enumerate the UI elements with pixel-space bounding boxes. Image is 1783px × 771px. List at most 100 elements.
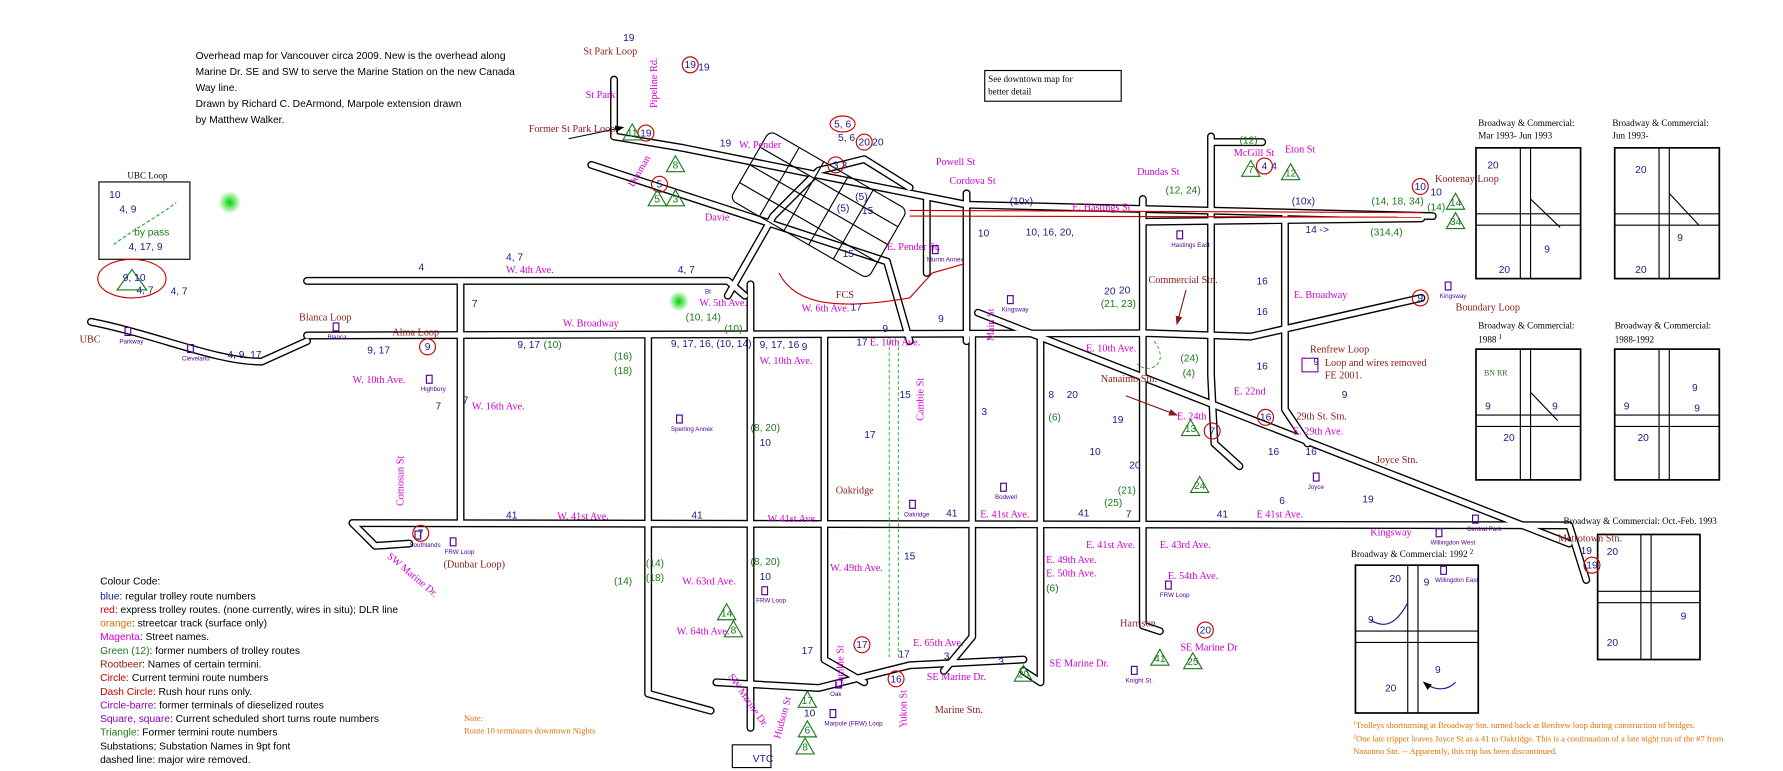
street-name: W. 6th Ave. [802,304,850,315]
street-name: W. 5th Ave. [699,298,747,309]
street-name: E. 24th [1177,412,1207,423]
note-label: Note: [464,713,483,723]
route-number-text: 4, 7 [506,252,523,263]
downtown-note-box: See downtown map for better detail [984,69,1122,102]
route-number-text: 3 [998,657,1004,668]
inset-title: Mar 1993- Jun 1993 [1478,131,1552,141]
route-number-text: VTC [753,754,773,765]
street-name-text: Pipeline Rd. [649,58,660,109]
route-number: 7 [463,396,469,407]
street-name-text: Kingsway [1370,528,1412,539]
terminus-name: Marine Stn. [935,705,983,716]
route-number-text: (10x) [1292,197,1315,208]
terminus-circle: 16 [1257,408,1275,426]
former-route-number-text: (6) [1048,413,1061,424]
route-number: 16 [1257,307,1269,318]
route-label: 20 [1385,683,1397,694]
former-terminus-triangle: 14 [1445,192,1466,210]
route-number: 10 [760,438,772,449]
footnote-2-cont: Nanaimo Stn. -- Apparently, this trip ha… [1353,746,1557,756]
terminus-circle-text: 20 [1200,625,1212,636]
route-number: 9, 17, 16, (10, 14) [671,339,752,350]
terminus-name: FCS [836,290,854,301]
terminus-circle: 20 [855,133,873,151]
inset-title: Broadway & Commercial: [1615,321,1711,331]
substation-name: Marpole (FRW) Loop [824,709,883,727]
route-number-text: 41 [506,511,518,522]
street-name: St Park [586,90,617,101]
route-number: 4 [1271,161,1277,172]
street-name: W. Pender [739,140,782,151]
street-name-text: Powell St [936,157,976,168]
street-name-text: W. 5th Ave. [699,298,747,309]
highlight-blob [218,191,242,214]
route-number: 3 [944,652,950,663]
substation-name: Murrin Annex [927,245,964,264]
substation-name-text: FRW Loop [445,549,475,556]
street-name-text: W. 10th Ave. [353,375,406,386]
former-terminus-triangle-text: 14 [1450,198,1462,209]
route-label: 10 [109,190,121,201]
street-name-text: E. 10th Ave. [870,338,920,349]
terminus-circle: 4 [1255,157,1274,175]
legend-item: Rootbeer: Names of certain termini. [100,660,261,671]
route-number-text: 20 [1119,285,1131,296]
inset-title: Broadway & Commercial: [1478,118,1574,128]
route-number-text: 16 [1257,307,1269,318]
substation-name-text: Kingsway [1002,307,1030,314]
route-number: 9, 17 [517,340,540,351]
route-number: 4, 9, 17 [227,350,261,361]
route-number: (5) [855,192,868,203]
street-name: SW Marine Dr. [385,551,440,600]
vtc-box [731,744,772,769]
inset-title: Broadway & Commercial: [1478,321,1574,331]
legend-item: dashed line: major wire removed. [100,755,251,766]
route-number: 20 [872,138,884,149]
route-number: 5, 6 [838,133,855,144]
route-number-text: 19 [1362,495,1374,506]
terminus-circle-text: 19 [685,60,697,71]
route-label: 20 [1635,165,1647,176]
legend-item: Triangle: Former termini route numbers [100,728,277,739]
route-number: 9, 17 [367,346,390,357]
terminus-circle: 17 [853,636,871,654]
route-number-text: 10 [760,438,772,449]
terminus-name-text: Alma Loop [392,327,439,338]
route-number-text: 16 [1268,447,1280,458]
former-route-number: (14) [646,558,664,569]
street-name-text: SW Marine Dr. [385,551,440,600]
terminus-circle-text: 9 [425,342,431,353]
route-number-text: 8 [1048,390,1054,401]
former-terminus-triangle-text: 8 [731,625,737,636]
route-number-text: 19 [1112,415,1124,426]
route-label: 9 [1624,401,1630,412]
substation-name-text: Southlands [409,542,440,549]
substation-name: Southlands [409,530,441,549]
route-number: 14 -> [1305,225,1329,236]
route-number-text: 16 [1257,276,1269,287]
street-name-text: E. 50th Ave. [1046,569,1096,580]
substation-name: Blanca [327,322,347,341]
route-number-text: 19 [623,33,635,44]
street-name: W. 10th Ave. [353,375,406,386]
former-route-number-text: (12) [1239,135,1257,146]
street-name-text: E. Pender St. [887,242,940,253]
street-name: Cambie St [836,645,847,688]
route-number: 10 [978,229,990,240]
street-name: SE Marine Dr. [1050,658,1109,669]
former-terminus-triangle: 24 [1189,475,1210,493]
terminus-circle-text: 9 [1417,293,1423,304]
former-terminus-triangle-text: 24 [1194,481,1206,492]
street-name: Cambie St [915,378,926,421]
street-name-text: W. 10th Ave. [760,356,813,367]
substation-name: FRW Loop [756,586,786,605]
legend-item: Substations; Substation Names in 9pt fon… [100,741,290,752]
substation-name-text: Oak [830,691,842,698]
terminus-name-text: Oakridge [836,486,874,497]
street-name: Dundas St [1137,167,1179,178]
former-route-number-text: (8, 20) [750,423,780,434]
street-name: McGill St [1234,148,1275,159]
route-number-text: 41 [1078,508,1090,519]
